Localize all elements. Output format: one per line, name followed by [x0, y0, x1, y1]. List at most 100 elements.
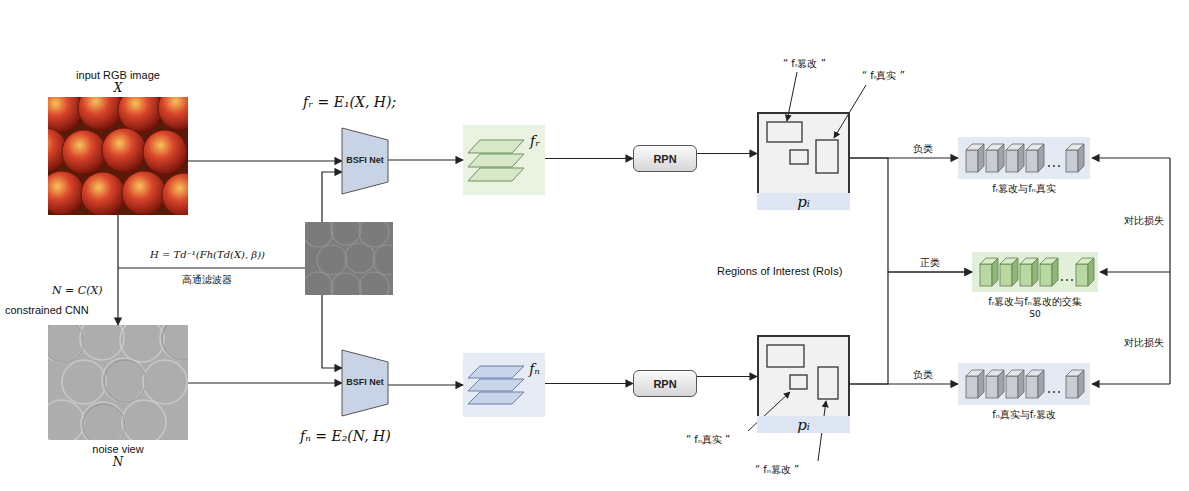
callout-label: “ fₙ篡改 ” — [755, 463, 799, 477]
trace — [305, 272, 333, 295]
apple — [102, 128, 146, 172]
node-text: pᵢ — [797, 193, 810, 211]
feature-stack: fᵣ — [463, 125, 545, 195]
trace — [83, 404, 125, 440]
ellipsis-dot — [1053, 165, 1055, 167]
loss-label: 对比损失 — [1124, 214, 1164, 228]
connector — [388, 384, 463, 385]
proposal-box: pᵢ — [757, 335, 850, 418]
edge-traces — [305, 222, 393, 295]
rpn-box: RPN — [633, 145, 697, 172]
formula-label: N = C(X) — [52, 284, 103, 297]
formula-label: fₙ = E₂(N, H) — [300, 428, 391, 444]
feature-cuboid — [966, 370, 984, 398]
callout-label: “ fᵣ篡改 ” — [783, 57, 826, 71]
text-group: RPN — [634, 153, 696, 165]
loss-arrow — [1092, 383, 1170, 384]
photo-ground — [305, 222, 393, 295]
apple — [143, 130, 187, 174]
connector — [188, 382, 342, 383]
filter-wire — [322, 295, 342, 368]
feature-cuboid — [1066, 144, 1084, 172]
trace — [81, 402, 125, 440]
node-text: N — [113, 455, 124, 469]
node-text: S0 — [1029, 309, 1040, 319]
feature-set: fᵣ篡改与fₙ真实 — [958, 137, 1090, 179]
filter-wire — [322, 172, 342, 222]
edge-label: 正类 — [919, 256, 941, 270]
roi-rect — [767, 345, 804, 367]
node-text: pᵢ — [797, 416, 810, 434]
feature-panel — [958, 363, 1090, 405]
ellipsis-dot — [1066, 279, 1068, 281]
trace — [48, 325, 84, 362]
connector — [388, 159, 463, 160]
loss-arrow — [1092, 157, 1170, 158]
note-label: 高通滤波器 — [182, 273, 232, 287]
feature-layer — [468, 392, 524, 404]
feature-cuboid — [1076, 258, 1094, 286]
connector — [545, 383, 633, 384]
trace — [48, 325, 84, 362]
noise-view-image — [48, 325, 188, 440]
text-group: pᵢ — [757, 416, 850, 433]
feature-set: fᵣ篡改与fₙ篡改的交集S0 — [972, 252, 1098, 292]
ellipsis-dot — [1058, 391, 1060, 393]
image-panel: noise viewN — [48, 325, 188, 440]
roi-rect — [790, 375, 807, 389]
trace — [102, 358, 146, 402]
feature-cuboid — [980, 258, 998, 286]
proposal-ground — [757, 112, 850, 195]
node-text: RPN — [653, 153, 676, 165]
trace — [345, 243, 375, 273]
ellipsis-dot — [1071, 279, 1073, 281]
feature-cuboid — [986, 144, 1004, 172]
text-group: fᵣ篡改与fₙ篡改的交集S0 — [986, 292, 1084, 319]
text-group: fₙ真实与fᵣ篡改 — [928, 405, 1120, 422]
node-text: X — [114, 81, 123, 95]
connector — [545, 158, 633, 159]
ellipsis-dot — [1048, 391, 1050, 393]
trace — [80, 325, 124, 360]
apple — [62, 130, 106, 174]
stack-panel — [463, 353, 545, 417]
feature-layer — [468, 140, 524, 153]
trace — [122, 400, 166, 440]
ellipsis-dot — [1048, 165, 1050, 167]
apple — [122, 171, 166, 215]
ellipsis-dot — [1053, 391, 1055, 393]
trace — [120, 325, 164, 362]
node-text: fₙ真实与fᵣ篡改 — [992, 408, 1056, 422]
trace — [317, 245, 347, 275]
text-group: fᵣ篡改与fₙ真实 — [928, 179, 1120, 196]
proposal-box: pᵢ — [757, 112, 850, 195]
trace — [104, 360, 146, 402]
encoder-block: BSFI Net — [342, 350, 388, 416]
feature-cuboid — [1066, 370, 1084, 398]
text-group: fₙ — [529, 361, 540, 377]
trace — [359, 272, 389, 295]
node-text: RPN — [653, 378, 676, 390]
formula-label: fᵣ = E₁(X, H); — [303, 94, 396, 110]
feature-layer — [468, 379, 524, 391]
apple — [118, 97, 162, 132]
callout-label: “ fᵣ真实 ” — [862, 69, 905, 83]
text-group: noise viewN — [18, 440, 218, 469]
connector — [697, 376, 757, 377]
text-group: pᵢ — [757, 193, 850, 210]
node-text: noise view — [92, 443, 143, 455]
feature-layer — [468, 366, 524, 378]
feature-cuboid — [966, 144, 984, 172]
loss-arrow — [1100, 271, 1170, 272]
apple — [78, 97, 122, 130]
feature-set: fₙ真实与fᵣ篡改 — [958, 363, 1090, 405]
trace — [62, 360, 106, 404]
trace — [305, 222, 333, 247]
loss-label: 对比损失 — [1124, 336, 1164, 350]
edge-traces — [48, 325, 188, 440]
connector — [850, 383, 958, 384]
roi-rect — [818, 367, 838, 399]
apple — [162, 173, 188, 215]
edge-label: 负类 — [912, 368, 934, 382]
